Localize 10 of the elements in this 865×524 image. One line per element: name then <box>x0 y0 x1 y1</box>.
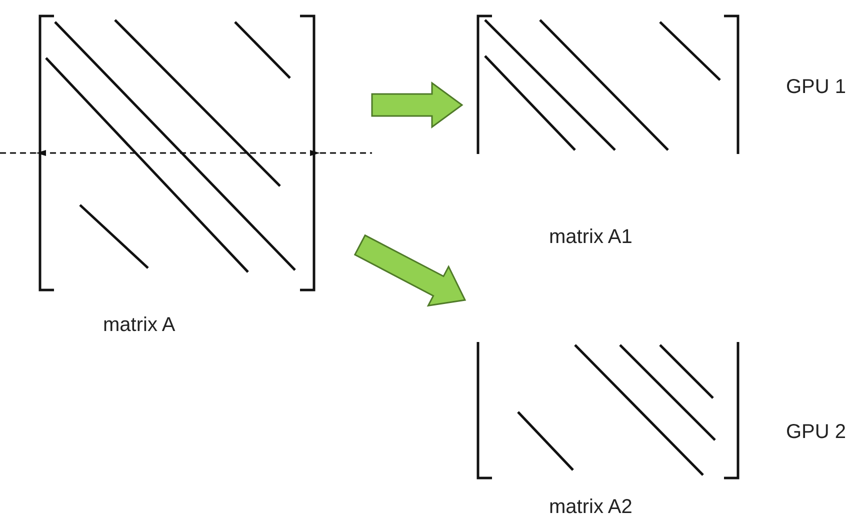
matrix-drawing <box>38 14 316 292</box>
matrix-label: GPU 1 <box>786 76 846 99</box>
matrix-label: GPU 2 <box>786 421 846 444</box>
block-arrow <box>354 234 466 307</box>
matrix-label: matrix A1 <box>549 226 632 249</box>
matrix-label: matrix A <box>103 314 176 337</box>
matrix-drawing <box>476 14 740 154</box>
block-arrow <box>371 82 464 128</box>
matrix-drawing <box>476 342 740 480</box>
matrix-label: matrix A2 <box>549 496 632 519</box>
